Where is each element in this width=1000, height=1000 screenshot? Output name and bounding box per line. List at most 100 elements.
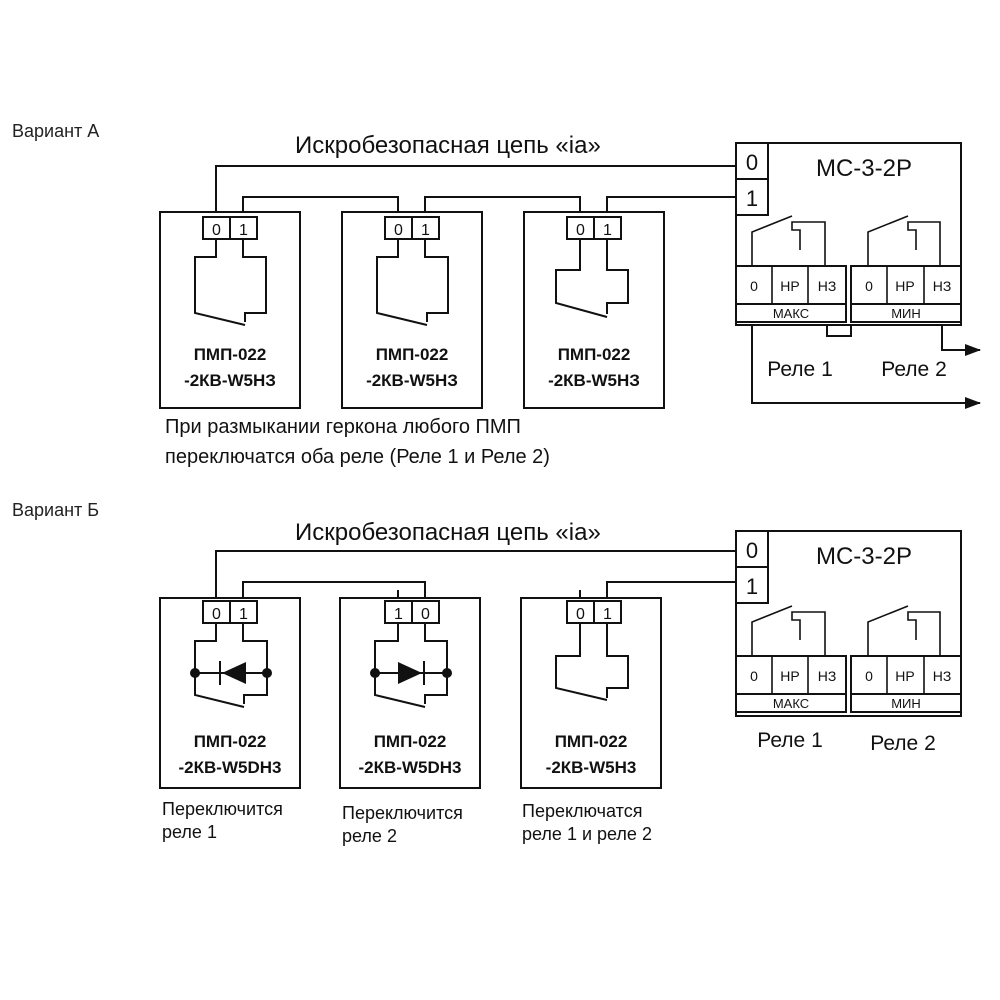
relay1-contact-no: НР [780,278,799,294]
terminal-0-label: 0 [576,606,585,623]
sensor-model-line1: ПМП-022 [374,732,447,751]
controller-terminal-1 [735,566,769,604]
sensor-b2: 1 0 ПМП-022 -2КВ-W5DН3 Переключится реле… [339,597,481,846]
relay1-contact-0: 0 [750,668,758,684]
terminal-1-label: 1 [603,606,612,623]
sensor-b1: 0 1 ПМП-022 -2КВ-W5DН3 Переключится реле… [159,597,301,842]
note-line2: переключатся оба реле (Реле 1 и Реле 2) [165,446,550,468]
relay2-label: Реле 2 [870,732,936,755]
sensor-a1: 0 1 ПМП-022 -2КВ-W5НЗ [159,211,301,409]
diode-icon [398,662,422,684]
terminal-0-label: 0 [212,222,221,239]
terminal-1-label: 1 [239,606,248,623]
relay2-name: МИН [891,696,921,711]
sensor-caption-line2: реле 2 [342,826,397,846]
terminal-0-label: 0 [421,606,430,623]
sensor-model-line1: ПМП-022 [376,345,449,364]
terminal-1-label: 1 [421,222,430,239]
reed-switch-icon [194,239,267,326]
relay1-name-box [735,693,847,713]
relay2-name: МИН [891,306,921,321]
variant-b-label: Вариант Б [12,500,99,520]
terminal-1-label: 1 [239,222,248,239]
relay-contact-icon [751,605,826,656]
relay-contact-icon [867,605,941,656]
terminal-1-label: 1 [394,606,403,623]
reed-switch-icon [376,239,449,326]
relay1-label: Реле 1 [757,729,823,752]
controller-terminal-0 [735,142,769,180]
sensor-body [159,597,301,789]
diode-icon [222,662,246,684]
terminal-0-label: 0 [576,222,585,239]
sensor-caption-line1: Переключится [162,799,283,819]
sensor-caption-line1: Переключится [342,803,463,823]
relay2-name-box [850,693,962,713]
relay-contact-icon [751,215,826,266]
sensor-body [339,597,481,789]
variant-b: Вариант Б Искробезопасная цепь «ia» 0 1 … [12,500,962,846]
sensor-model-line1: ПМП-022 [558,345,631,364]
sensor-model-line2: -2КВ-W5НЗ [548,371,640,390]
sensor-body [159,211,301,409]
relay2-contacts [850,265,962,305]
relay2-contact-nc: НЗ [933,668,952,684]
relay1-name: МАКС [773,696,809,711]
relay2-contact-0: 0 [865,278,873,294]
terminal-1-label: 1 [603,222,612,239]
bus-wires-b [215,550,736,601]
sensor-body [520,597,662,789]
controller-terminal-1-label: 1 [746,574,758,599]
sensor-caption-line2: реле 1 [162,822,217,842]
sensor-body [341,211,483,409]
sensor-body [523,211,665,409]
output-wires-a [751,325,981,409]
controller-b: 0 1 МС-3-2Р 0 НР НЗ МАКС 0 НР НЗ МИН [735,530,962,717]
controller-terminal-1 [735,178,769,216]
reed-switch-icon [555,239,629,318]
relay1-label: Реле 1 [767,358,833,381]
relay1-contact-0: 0 [750,278,758,294]
relay1-contact-nc: НЗ [818,278,837,294]
relay2-label: Реле 2 [881,358,947,381]
sensor-model-line1: ПМП-022 [194,345,267,364]
relay2-name-box [850,303,962,323]
controller-terminal-0-label: 0 [746,538,758,563]
circuit-label-b: Искробезопасная цепь «ia» [295,519,601,546]
sensor-model-line1: ПМП-022 [555,732,628,751]
note-line1: При размыкании геркона любого ПМП [165,416,521,438]
relay2-contact-0: 0 [865,668,873,684]
controller-title: МС-3-2Р [816,543,912,570]
controller-a: 0 1 МС-3-2Р 0 НР НЗ МАКС 0 НР НЗ МИН [735,142,962,326]
relay1-contact-no: НР [780,668,799,684]
sensor-a2: 0 1 ПМП-022 -2КВ-W5НЗ [341,211,483,409]
variant-a-label: Вариант А [12,121,99,141]
sensor-model-line2: -2КВ-W5DН3 [179,758,282,777]
reed-switch-icon [555,623,629,701]
bus-wires-a [215,165,736,217]
controller-title: МС-3-2Р [816,155,912,182]
sensor-caption-line2: реле 1 и реле 2 [522,824,652,844]
controller-terminal-0-label: 0 [746,150,758,175]
terminal-0-label: 0 [212,606,221,623]
sensor-model-line2: -2КВ-W5НЗ [366,371,458,390]
relay2-contact-no: НР [895,668,914,684]
terminal-0-label: 0 [394,222,403,239]
relay-contact-icon [867,215,941,266]
sensor-a3: 0 1 ПМП-022 -2КВ-W5НЗ [523,211,665,409]
sensor-model-line2: -2КВ-W5НЗ [184,371,276,390]
relay1-contact-nc: НЗ [818,668,837,684]
controller-terminal-1-label: 1 [746,186,758,211]
sensor-model-line2: -2КВ-W5DН3 [359,758,462,777]
sensor-model-line1: ПМП-022 [194,732,267,751]
sensor-model-line2: -2КВ-W5Н3 [546,758,637,777]
circuit-label-a: Искробезопасная цепь «ia» [295,132,601,159]
relay1-contacts [735,655,847,695]
sensor-caption-line1: Переключатся [522,801,642,821]
relay1-name: МАКС [773,306,809,321]
relay2-contact-no: НР [895,278,914,294]
variant-a: Вариант А Искробезопасная цепь «ia» 0 1 … [12,121,981,468]
relay1-name-box [735,303,847,323]
sensor-b3: 0 1 ПМП-022 -2КВ-W5Н3 Переключатся реле … [520,597,662,844]
